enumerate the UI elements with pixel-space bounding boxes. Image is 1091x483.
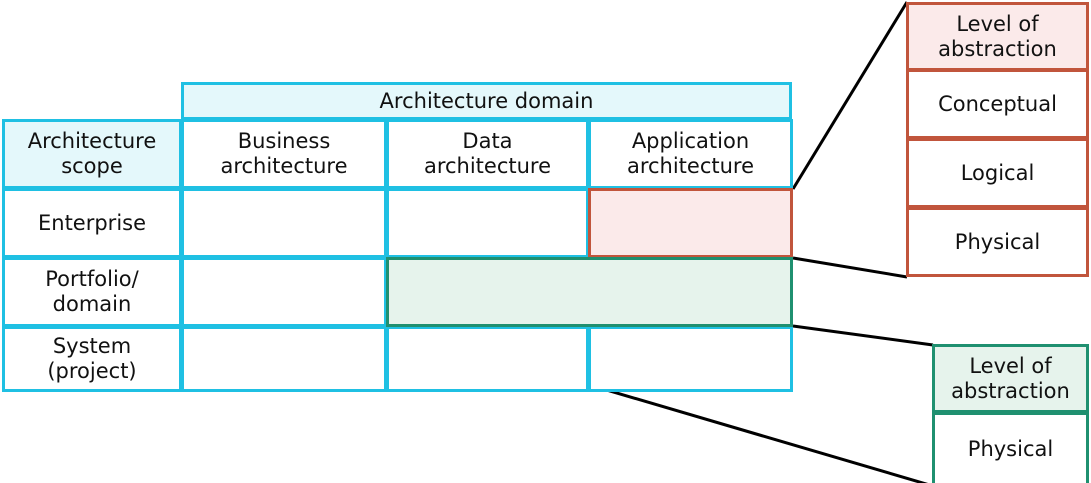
matrix-cell-enterprise-data [386, 188, 589, 258]
matrix-cell-system-business [181, 326, 387, 392]
matrix-cell-system-data [386, 326, 589, 392]
callout-portfolio-item-physical: Physical [932, 412, 1089, 483]
matrix-column-header-business: Business architecture [181, 119, 387, 189]
callout-enterprise-title: Level of abstraction [906, 2, 1089, 71]
matrix-cell-system-application [588, 326, 793, 392]
matrix-domain-header: Architecture domain [181, 82, 792, 120]
matrix-cell-enterprise-business [181, 188, 387, 258]
highlight-span-portfolio-data-application[interactable] [386, 257, 793, 327]
matrix-row-header-enterprise: Enterprise [2, 188, 182, 258]
matrix-row-header-portfolio: Portfolio/ domain [2, 257, 182, 327]
callout-portfolio-title: Level of abstraction [932, 344, 1089, 413]
matrix-row-header-system: System (project) [2, 326, 182, 392]
matrix-scope-header: Architecture scope [2, 119, 182, 189]
matrix-column-header-data: Data architecture [386, 119, 589, 189]
callout-enterprise-item-conceptual: Conceptual [906, 69, 1089, 139]
highlight-cell-enterprise-application[interactable] [588, 188, 793, 258]
callout-enterprise-item-logical: Logical [906, 138, 1089, 208]
callout-enterprise-item-physical: Physical [906, 207, 1089, 277]
matrix-cell-portfolio-business [181, 257, 387, 327]
matrix-column-header-application: Application architecture [588, 119, 793, 189]
